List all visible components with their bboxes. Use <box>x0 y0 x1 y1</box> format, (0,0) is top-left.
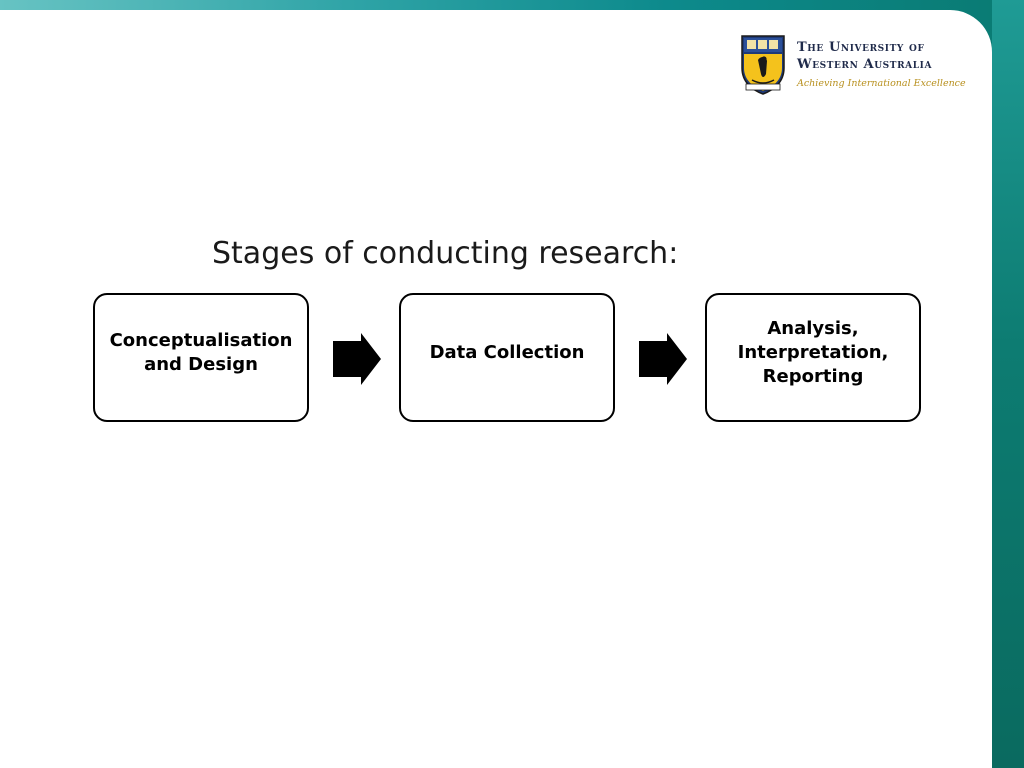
university-crest-icon <box>741 35 785 95</box>
stage-box-analysis: Analysis, Interpretation, Reporting <box>705 293 921 422</box>
stage-label: Data Collection <box>429 341 585 363</box>
stage-box-data-collection: Data Collection <box>399 293 615 422</box>
stage-box-conceptualisation: Conceptualisation and Design <box>93 293 309 422</box>
logo-name-line-2: Western Australia <box>797 57 933 72</box>
logo-name-line-1: The University of <box>797 40 925 55</box>
logo-tagline: Achieving International Excellence <box>797 78 966 89</box>
stage-label: Analysis, Interpretation, Reporting <box>737 317 889 387</box>
university-logo: The University of Western Australia Achi… <box>740 34 966 98</box>
stage-label: Conceptualisation and Design <box>109 329 293 375</box>
side-accent-bar <box>992 0 1024 768</box>
right-arrow-icon <box>333 333 381 385</box>
right-arrow-icon <box>639 333 687 385</box>
slide-heading: Stages of conducting research: <box>212 236 679 271</box>
